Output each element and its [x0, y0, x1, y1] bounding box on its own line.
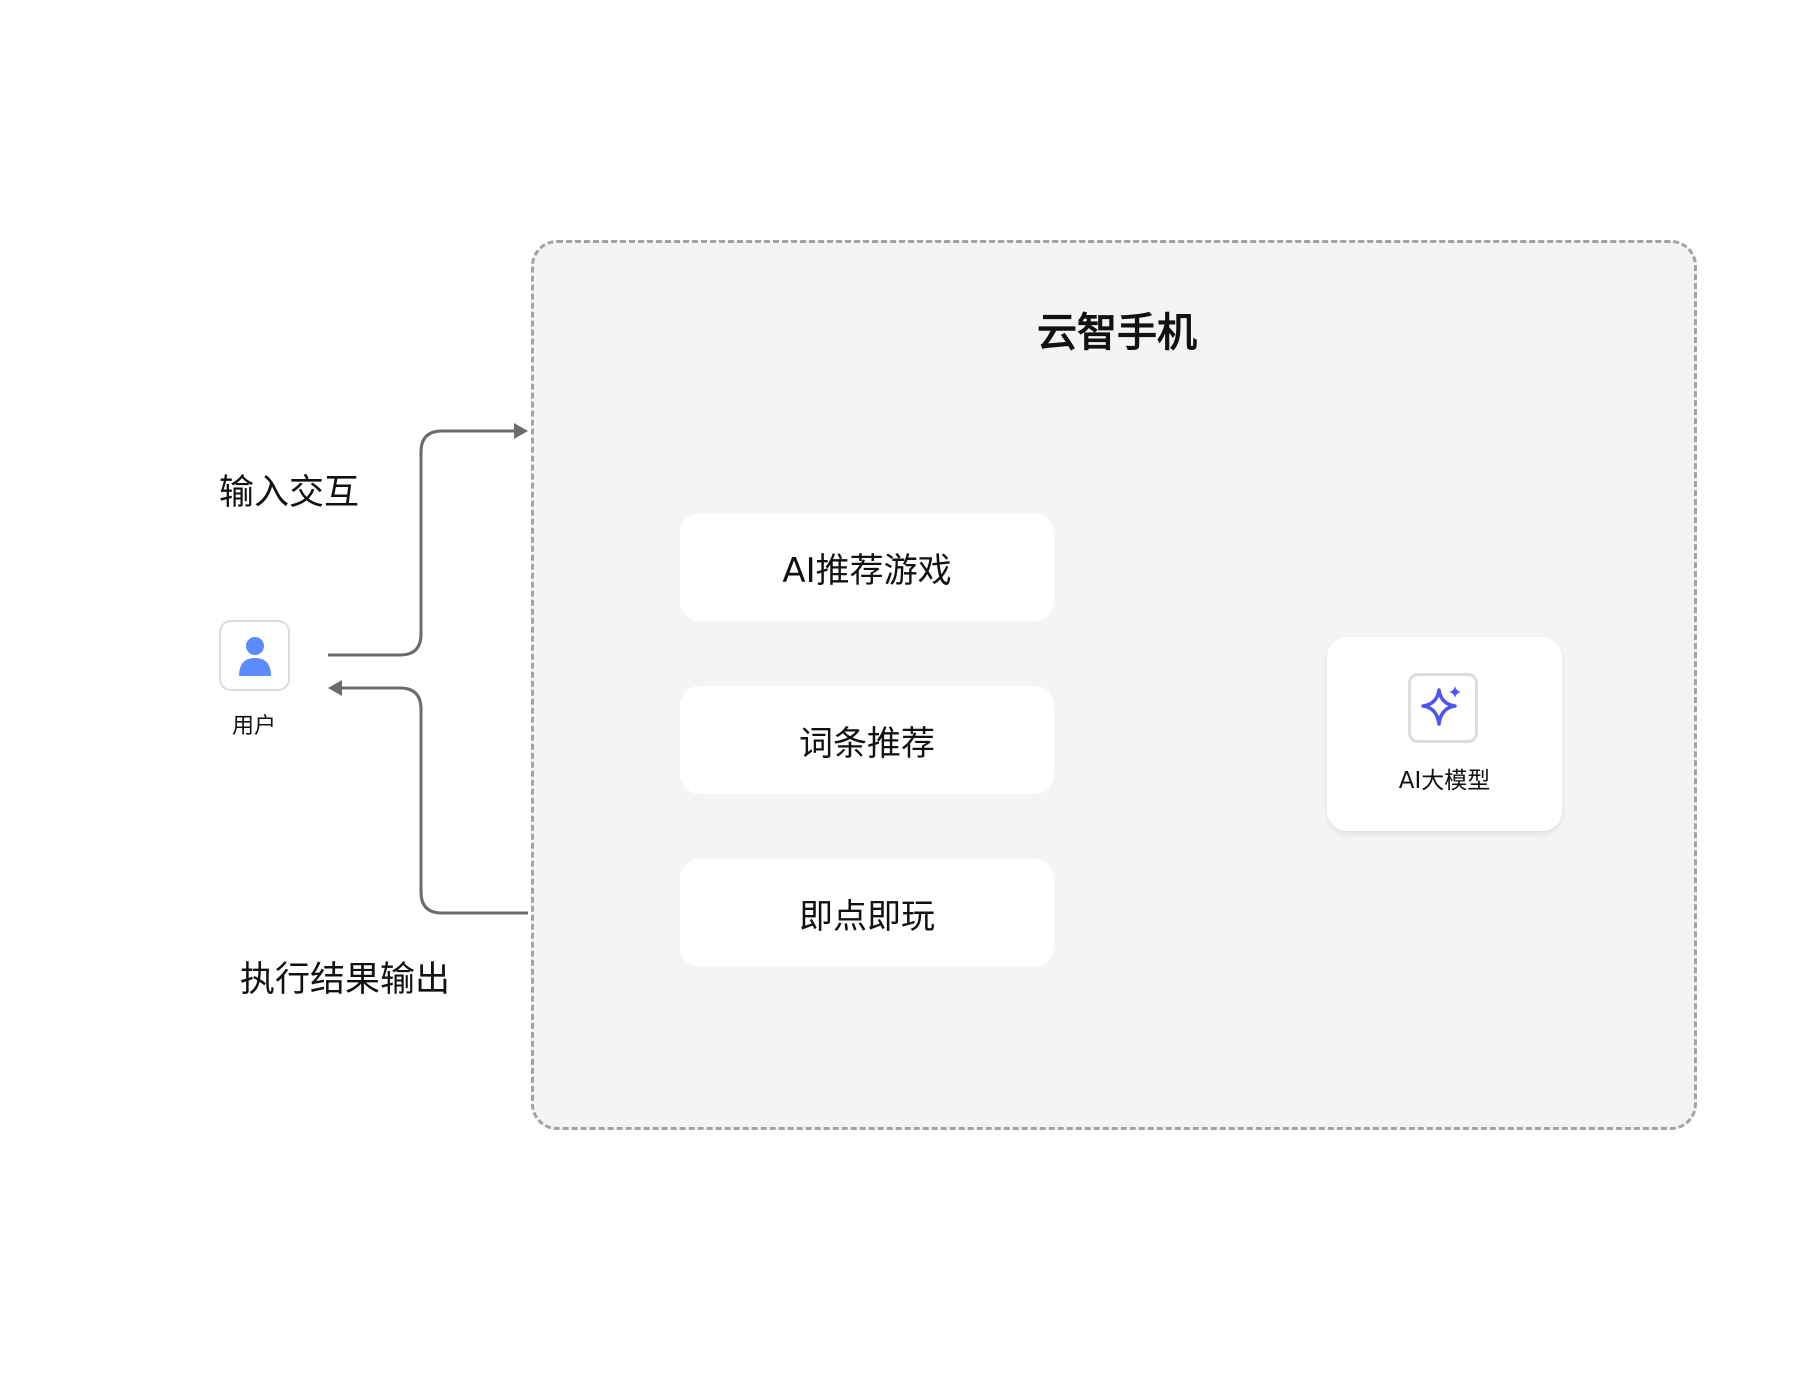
feature-term-recommend: 词条推荐 [680, 686, 1054, 794]
output-result-label: 执行结果输出 [240, 960, 451, 1000]
ai-model-label: AI大模型 [1398, 768, 1491, 794]
frame-title: 云智手机 [1037, 310, 1197, 356]
sparkle-icon [1408, 673, 1478, 743]
output-arrow [336, 686, 528, 915]
input-interaction-label: 输入交互 [219, 473, 360, 513]
input-arrowhead [514, 423, 528, 439]
feature-instant-play: 即点即玩 [680, 859, 1054, 967]
output-arrowhead [328, 680, 342, 696]
user-label: 用户 [231, 714, 276, 739]
feature-ai-recommend-game: AI推荐游戏 [680, 513, 1054, 621]
input-arrow [328, 429, 520, 657]
ai-model-card: AI大模型 [1327, 637, 1562, 831]
user-icon [219, 620, 290, 691]
